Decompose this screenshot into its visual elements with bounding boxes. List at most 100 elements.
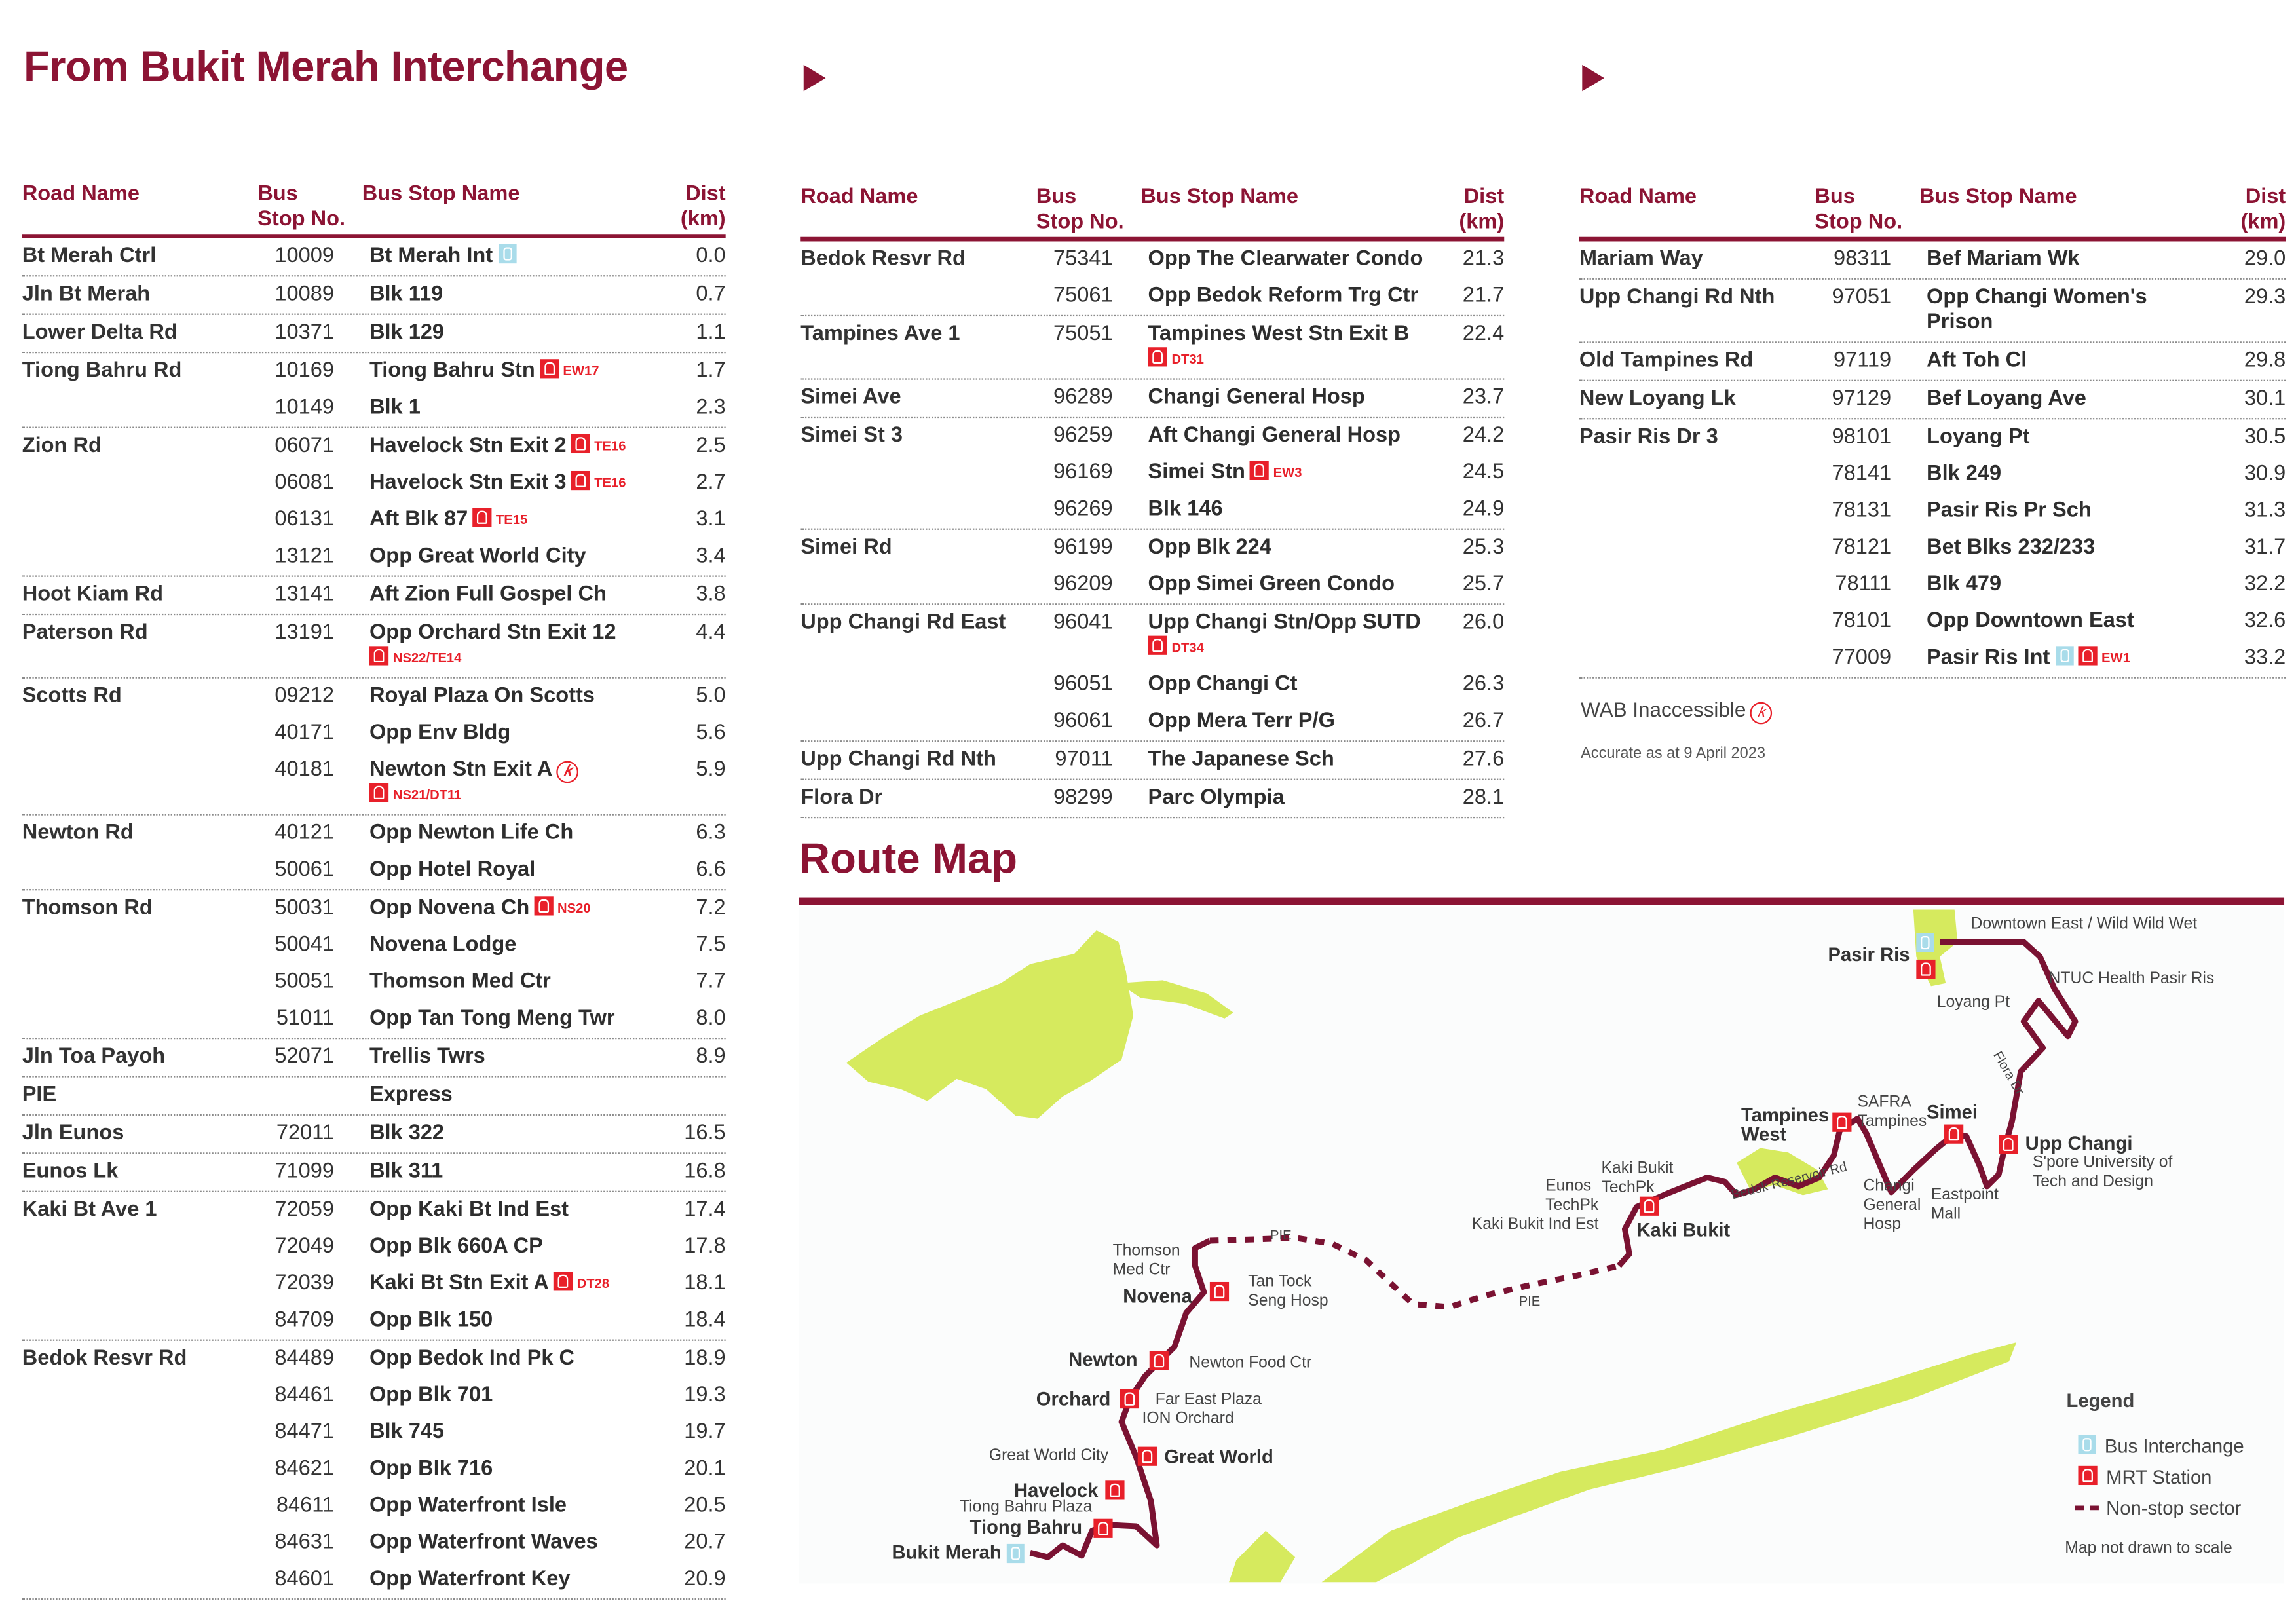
bus-interchange-icon (1006, 1543, 1025, 1564)
distance-km: 17.8 (684, 1235, 726, 1259)
distance-km: 19.7 (684, 1420, 726, 1444)
bus-stop-number: 98101 (1832, 425, 1892, 449)
bus-interchange-icon (2056, 646, 2074, 666)
bus-stop-number: 84611 (276, 1494, 335, 1518)
land-island (1118, 980, 1233, 1019)
bus-stop-number: 97051 (1832, 285, 1892, 309)
mrt-station-icon (1999, 1135, 2018, 1154)
map-label: Eastpoint Mall (1930, 1186, 1999, 1224)
distance-km: 31.7 (2244, 535, 2286, 559)
map-label: Eunos TechPk (1545, 1177, 1599, 1215)
legend-item: MRT Station (2078, 1465, 2211, 1488)
header-road: Road Name (800, 185, 918, 210)
road-name: Upp Changi Rd Nth (800, 747, 996, 772)
bus-stop-name: Blk 249 (1891, 457, 2212, 493)
bus-stop-number: 97129 (1832, 386, 1892, 411)
header-stop-name: Bus Stop Name (362, 182, 520, 206)
road-name: Bt Merah Ctrl (22, 244, 157, 268)
bus-stop-name: Opp Kaki Bt Ind Est (334, 1192, 652, 1229)
bus-stop-number: 10371 (274, 320, 335, 345)
road-name: Simei St 3 (800, 424, 903, 448)
bus-stop-name-text: Opp Blk 150 (369, 1308, 493, 1332)
bus-stop-name: Opp Env Bldg (334, 715, 652, 752)
bus-stop-name-text: Pasir Ris Pr Sch (1927, 499, 2092, 523)
road-name: Simei Rd (800, 535, 892, 559)
page-title: From Bukit Merah Interchange (23, 44, 628, 92)
map-label: Downtown East / Wild Wild Wet (1970, 915, 2198, 933)
distance-km: 25.7 (1462, 573, 1505, 596)
station-badge-line: NS21/DT11 (369, 783, 652, 808)
bus-stop-number: 13141 (274, 582, 335, 607)
map-label: Thomson Med Ctr (1112, 1242, 1180, 1279)
road-name: Upp Changi Rd East (800, 611, 1006, 635)
bus-stop-name: Opp The Clearwater Condo (1113, 241, 1431, 278)
map-label: Great World City (988, 1446, 1109, 1465)
mrt-station-icon (1105, 1480, 1125, 1500)
bus-stop-name: Opp Mera Terr P/G (1113, 704, 1431, 740)
map-label: ION Orchard (1142, 1410, 1234, 1428)
bus-stop-name-text: Blk 745 (369, 1420, 445, 1444)
route-line-west (1029, 1238, 1211, 1560)
header-stop-no-label: Stop No. (1036, 210, 1124, 235)
distance-km: 23.7 (1462, 385, 1505, 409)
road-name: Paterson Rd (22, 621, 148, 645)
bus-stop-name: Opp Changi Ct (1113, 667, 1431, 704)
bus-stop-name: Pasir Ris Pr Sch (1891, 493, 2212, 530)
distance-km: 7.5 (696, 933, 726, 957)
bus-stop-number: 84709 (274, 1308, 335, 1332)
mrt-station-icon (1137, 1446, 1157, 1466)
road-name: Tampines Ave 1 (800, 322, 960, 346)
bus-stop-number: 06131 (274, 508, 335, 532)
distance-km: 18.4 (684, 1308, 726, 1332)
road-name: Bedok Resvr Rd (800, 247, 966, 271)
distance-km: 18.9 (684, 1346, 726, 1370)
road-name: Mariam Way (1579, 247, 1703, 271)
map-label: Upp Changi (2025, 1131, 2133, 1154)
bus-stop-name-text: Express (369, 1083, 453, 1107)
road-name: PIE (22, 1083, 57, 1107)
map-label: Tampines West (1741, 1104, 1830, 1146)
distance-km: 26.3 (1462, 672, 1505, 696)
mrt-station-icon (553, 1272, 573, 1291)
bus-stop-name: Opp Newton Life Ch (334, 816, 652, 852)
bus-stop-name: Blk 129 (334, 315, 652, 352)
station-code: EW17 (563, 363, 599, 379)
road-name: Lower Delta Rd (22, 320, 178, 345)
bus-stop-name: Opp Changi Women's Prison (1891, 280, 2212, 341)
map-label: Loyang Pt (1936, 993, 2010, 1011)
distance-km: 8.0 (696, 1006, 726, 1030)
bus-stop-name: Opp Downtown East (1891, 603, 2212, 640)
header-bus: Bus (1036, 185, 1077, 210)
bus-stop-name-text: Parc Olympia (1148, 785, 1285, 810)
bus-stop-name: Opp Blk 150 (334, 1302, 652, 1339)
distance-km: 3.8 (696, 582, 726, 607)
bus-stop-number: 75341 (1053, 247, 1113, 271)
bus-stop-name: Trellis Twrs (334, 1039, 652, 1076)
bus-stop-name: Blk 745 (334, 1414, 652, 1451)
bus-stop-name-text: Aft Toh Cl (1927, 348, 2027, 373)
header-stop-name: Bus Stop Name (1919, 185, 2077, 210)
